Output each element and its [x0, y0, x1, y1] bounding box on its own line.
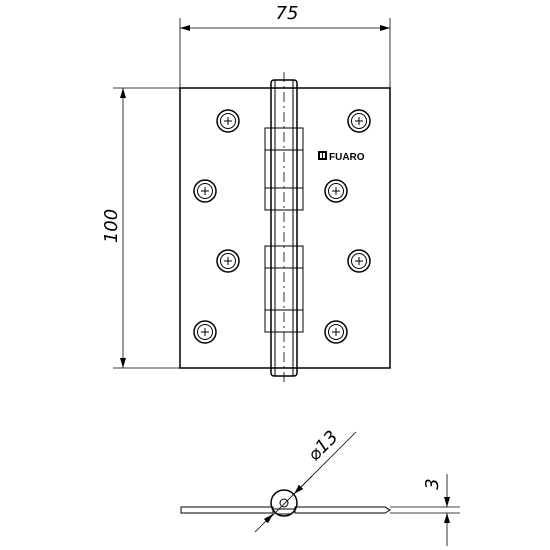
hinge-side-view [180, 489, 391, 517]
brand-logo-text: FUARO [329, 152, 365, 163]
screw-hole-icon [193, 179, 217, 203]
width-dimension: 75 [179, 3, 391, 88]
screw-hole-icon [216, 249, 240, 273]
width-dimension-label: 75 [276, 3, 299, 24]
screw-hole-icon [193, 320, 217, 344]
screw-hole-icon [347, 249, 371, 273]
screw-hole-icon [216, 109, 240, 133]
thickness-dimension-label: 3 [422, 478, 443, 489]
hinge-plate [179, 87, 391, 369]
screw-hole-icon [347, 109, 371, 133]
pin-diameter-dimension: ⌀13 [254, 427, 357, 533]
hinge-knuckle [264, 72, 304, 384]
pin-diameter-label: ⌀13 [304, 427, 343, 466]
height-dimension: 100 [101, 87, 180, 369]
hinge-front-view: FUARO [179, 72, 391, 384]
thickness-dimension: 3 [390, 474, 460, 546]
screw-hole-icon [324, 320, 348, 344]
screw-hole-icon [324, 179, 348, 203]
fuaro-logo-icon [318, 151, 327, 160]
height-dimension-label: 100 [101, 209, 122, 243]
